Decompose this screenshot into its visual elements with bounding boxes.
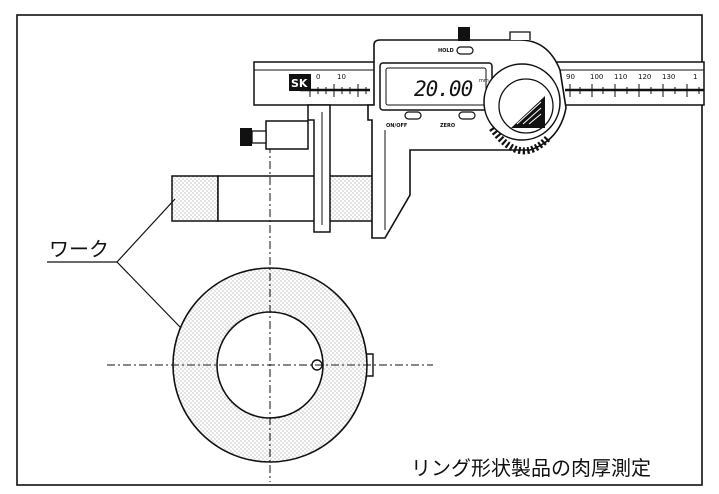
- scale-label-10: 10: [337, 73, 346, 81]
- hold-button[interactable]: [456, 46, 474, 55]
- digital-caliper: 0 10 90 100 110 120 130 1 SK 20.00 mm HO…: [240, 27, 705, 239]
- hold-lock-knob-icon: [458, 27, 470, 41]
- diagram-caption: リング形状製品の肉厚測定: [411, 456, 651, 480]
- scale-label-130: 130: [662, 73, 675, 81]
- scale-label-0: 0: [316, 73, 320, 81]
- ring-section-left-wall: [171, 175, 219, 222]
- brand-logo-box: [289, 74, 311, 91]
- center-lines: [107, 145, 433, 482]
- onoff-label: ON/OFF: [386, 123, 407, 129]
- lcd-unit: mm: [479, 78, 489, 84]
- hold-label: HOLD: [438, 48, 454, 54]
- frame-border: [16, 14, 703, 486]
- zero-button[interactable]: [458, 111, 476, 120]
- onoff-button[interactable]: [404, 111, 422, 120]
- scale-label-120: 120: [638, 73, 651, 81]
- scale-label-90: 90: [566, 73, 575, 81]
- clamp-screw-icon: [240, 128, 252, 146]
- scale-right-ticks: [565, 84, 704, 97]
- brand-logo-text: SK: [291, 77, 308, 90]
- scale-label-1: 1: [693, 73, 697, 81]
- work-label: ワーク: [49, 237, 109, 261]
- ring-section-hole: [217, 175, 321, 222]
- thumb-roller-icon: [483, 63, 561, 155]
- ring-section-view: [171, 175, 374, 222]
- jaw-stub: [367, 353, 374, 377]
- zero-label: ZERO: [440, 123, 455, 129]
- scale-label-110: 110: [614, 73, 627, 81]
- slider-top-clip: [509, 31, 531, 40]
- scale-label-100: 100: [590, 73, 603, 81]
- fixed-jaw: [307, 104, 331, 233]
- lcd-display: [385, 67, 487, 106]
- lcd-reading: 20.00: [414, 77, 473, 101]
- jaw-clamp-block: [265, 120, 309, 150]
- callout-leaders: [47, 198, 182, 329]
